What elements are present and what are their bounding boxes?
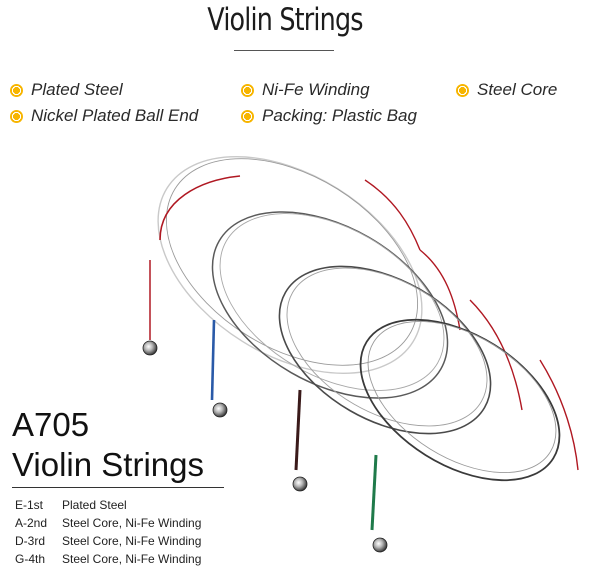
spec-table: E-1st Plated Steel A-2nd Steel Core, Ni-… xyxy=(15,496,201,568)
spec-code: G-4th xyxy=(15,552,46,566)
spec-desc: Plated Steel xyxy=(62,498,127,512)
spec-desc: Steel Core, Ni-Fe Winding xyxy=(62,516,202,530)
bullet-icon xyxy=(456,83,469,97)
feature-label: Packing: Plastic Bag xyxy=(262,106,417,125)
ball-end-icon xyxy=(372,537,388,553)
feature-nife-winding: Ni-Fe Winding xyxy=(241,80,370,100)
spec-desc: Steel Core, Ni-Fe Winding xyxy=(62,552,202,566)
spec-code: D-3rd xyxy=(15,534,46,548)
feature-steel-core: Steel Core xyxy=(456,80,557,100)
ball-end-icon xyxy=(292,476,308,492)
spec-row: D-3rd Steel Core, Ni-Fe Winding xyxy=(15,532,201,550)
feature-label: Nickel Plated Ball End xyxy=(31,106,199,125)
page-title: Violin Strings xyxy=(207,2,363,38)
product-name: Violin Strings xyxy=(12,446,204,483)
ball-end-icon xyxy=(212,402,228,418)
bullet-icon xyxy=(241,109,254,123)
feature-label: Steel Core xyxy=(477,80,558,99)
e-string xyxy=(142,155,423,375)
spec-divider xyxy=(12,487,224,488)
title-underline xyxy=(234,50,334,51)
spec-row: G-4th Steel Core, Ni-Fe Winding xyxy=(15,550,201,568)
model-number: A705 xyxy=(12,406,90,443)
feature-plated-steel: Plated Steel xyxy=(10,80,123,100)
spec-code: E-1st xyxy=(15,498,44,512)
bullet-icon xyxy=(10,83,23,97)
d-string xyxy=(278,265,523,492)
bullet-icon xyxy=(241,83,254,97)
ball-end-icon xyxy=(142,340,158,356)
feature-ball-end: Nickel Plated Ball End xyxy=(10,106,198,126)
feature-label: Plated Steel xyxy=(31,80,123,99)
spec-code: A-2nd xyxy=(15,516,48,530)
feature-packing: Packing: Plastic Bag xyxy=(241,106,417,126)
spec-row: E-1st Plated Steel xyxy=(15,496,201,514)
g-string xyxy=(359,318,579,553)
feature-label: Ni-Fe Winding xyxy=(262,80,370,99)
bullet-icon xyxy=(10,109,23,123)
spec-desc: Steel Core, Ni-Fe Winding xyxy=(62,534,202,548)
a-string xyxy=(210,211,461,418)
spec-row: A-2nd Steel Core, Ni-Fe Winding xyxy=(15,514,201,532)
